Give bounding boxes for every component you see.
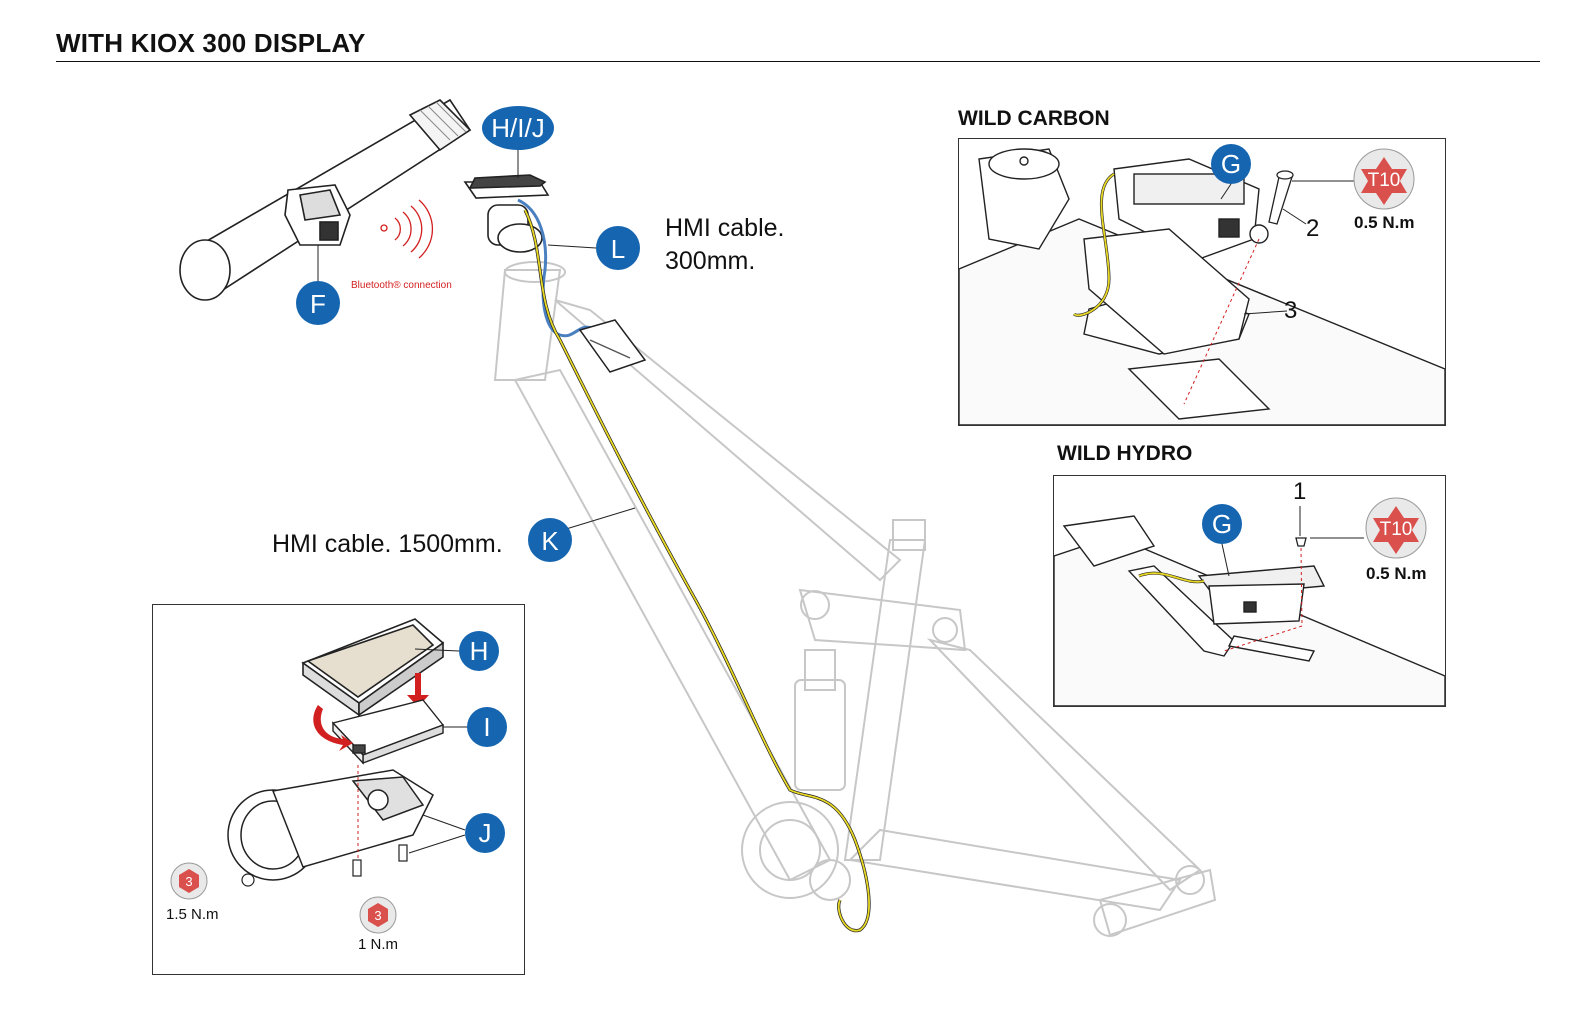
title-divider <box>56 61 1540 62</box>
hmi-cable-300 <box>517 198 596 338</box>
svg-text:G: G <box>1212 509 1232 539</box>
wild-carbon-title: WILD CARBON <box>958 107 1110 130</box>
wild-hydro-title: WILD HYDRO <box>1057 442 1193 465</box>
wild-carbon-drawing: G T10 <box>959 144 1445 425</box>
bluetooth-label: Bluetooth® connection <box>351 280 452 291</box>
remote-control <box>284 184 351 246</box>
display-mount-drawing: H I J 3 3 <box>170 618 507 934</box>
torque-stem-clamp: 1.5 N.m <box>166 906 219 923</box>
svg-text:F: F <box>310 289 326 319</box>
svg-text:K: K <box>541 526 559 556</box>
hex-icon-mount: 3 <box>359 896 397 934</box>
hmi-cable-300-label: HMI cable. 300mm. <box>665 214 785 275</box>
wild-carbon-panel: G T10 <box>958 138 1446 426</box>
svg-text:L: L <box>611 234 625 264</box>
wild-hydro-drawing: G T10 <box>1054 497 1445 706</box>
t10-icon-hydro: T10 <box>1365 497 1427 559</box>
page-title: WITH KIOX 300 DISPLAY <box>56 28 366 58</box>
badge-l: L <box>596 226 640 270</box>
svg-text:I: I <box>483 712 490 742</box>
svg-text:T10: T10 <box>1368 170 1401 191</box>
part-number-3: 3 <box>1284 297 1298 324</box>
svg-text:3: 3 <box>374 908 381 923</box>
svg-text:J: J <box>479 818 492 848</box>
bluetooth-icon <box>380 199 434 259</box>
svg-text:H/I/J: H/I/J <box>491 113 544 143</box>
t10-icon-carbon: T10 <box>1353 148 1415 210</box>
hmi-cable-1500-label: HMI cable. 1500mm. <box>272 530 503 558</box>
torque-carbon: 0.5 N.m <box>1354 213 1415 232</box>
badge-k: K <box>528 518 572 562</box>
wild-hydro-panel: G T10 <box>1053 475 1446 707</box>
badge-hij: H/I/J <box>482 106 554 150</box>
stem-display <box>463 174 550 253</box>
badge-f: F <box>296 281 340 325</box>
hex-icon-stem: 3 <box>170 862 208 900</box>
svg-text:3: 3 <box>185 874 192 889</box>
part-number-2: 2 <box>1306 215 1320 242</box>
system-controller <box>578 319 647 373</box>
svg-text:H: H <box>470 636 489 666</box>
svg-text:G: G <box>1221 149 1241 179</box>
part-number-1: 1 <box>1293 478 1307 505</box>
torque-mount-screws: 1 N.m <box>358 936 399 953</box>
display-mount-panel: H I J 3 3 <box>152 604 525 975</box>
bike-frame <box>493 261 1217 937</box>
torque-hydro: 0.5 N.m <box>1366 564 1427 583</box>
svg-text:T10: T10 <box>1380 519 1413 540</box>
